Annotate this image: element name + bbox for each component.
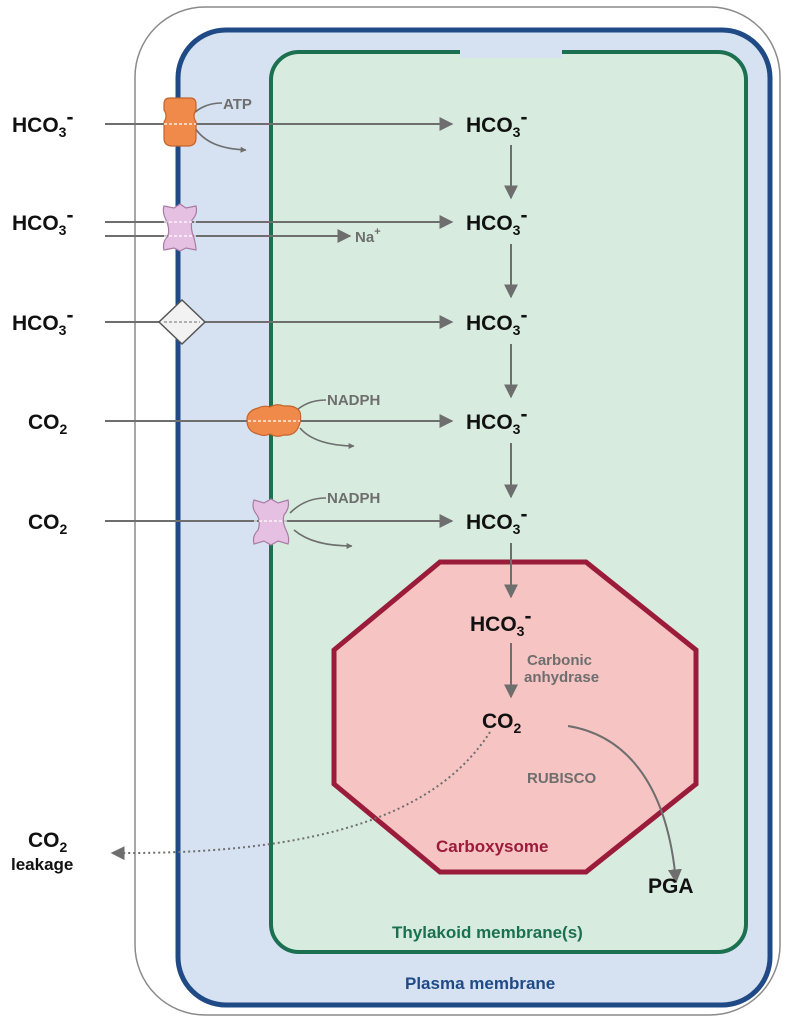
input-label-3: HCO3- [12, 304, 73, 338]
input-label-4: CO2 [28, 411, 68, 437]
na-symporter-icon [162, 203, 198, 252]
thylakoid-gap [460, 46, 562, 58]
rubisco-arrow [567, 725, 682, 884]
thylakoid-membrane-label: Thylakoid membrane(s) [392, 923, 583, 942]
pga-label: PGA [648, 875, 694, 898]
carboxysome-label: Carboxysome [436, 837, 548, 856]
carbonic-anhydrase-label-line2: anhydrase [524, 669, 599, 686]
pool-label-5: HCO3- [466, 503, 527, 537]
rubisco-label: RUBISCO [527, 770, 597, 787]
pool-label-4: HCO3- [466, 403, 527, 437]
leakage-co2-label: CO2 [28, 829, 68, 855]
leakage-label: leakage [11, 855, 73, 874]
nadp-out-arrow-1 [299, 427, 355, 449]
pool-label-1: HCO3- [466, 106, 527, 140]
input-label-1: HCO3- [12, 106, 73, 140]
nadph-leader-2 [289, 497, 327, 514]
carbonic-anhydrase-label-line1: Carbonic [527, 652, 592, 669]
carboxysome [331, 559, 699, 875]
atp-bicarbonate-transporter-icon [163, 97, 197, 147]
pool-label-2: HCO3- [466, 204, 527, 238]
nadph-label-1: NADPH [327, 392, 380, 409]
nadp-out-arrow-2 [293, 529, 353, 549]
nadph-label-2: NADPH [327, 490, 380, 507]
input-label-5: CO2 [28, 511, 68, 537]
carboxysome-co2-label: CO2 [482, 710, 522, 736]
atp-label: ATP [223, 96, 252, 113]
plasma-membrane-label: Plasma membrane [405, 974, 555, 993]
adp-out-arrow [194, 127, 247, 153]
leakage-arrow [110, 731, 491, 861]
pool-label-3: HCO3- [466, 304, 527, 338]
carboxysome-hco3-label: HCO3- [470, 605, 531, 639]
input-label-2: HCO3- [12, 204, 73, 238]
nadph-co2-uptake-complex-2-icon [252, 498, 290, 546]
na-label: Na+ [355, 226, 381, 246]
